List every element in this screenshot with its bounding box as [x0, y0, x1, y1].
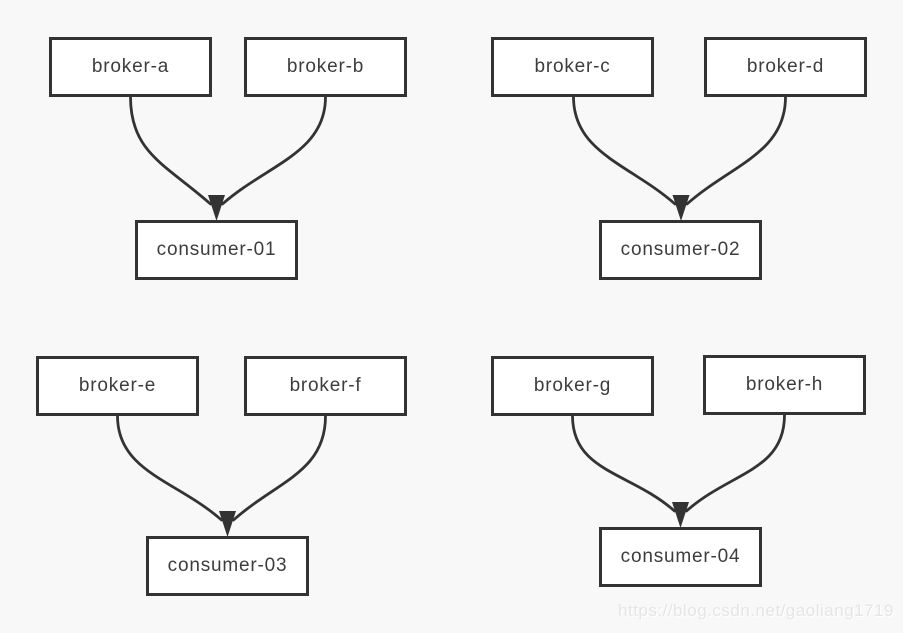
- connector-path: [116, 414, 223, 522]
- node-consumer-02: consumer-02: [599, 220, 762, 280]
- node-broker-h: broker-h: [703, 355, 866, 415]
- arrowhead-icon: [208, 195, 225, 221]
- node-broker-c: broker-c: [491, 37, 654, 97]
- connector-path: [129, 95, 212, 206]
- node-consumer-01: consumer-01: [135, 220, 298, 280]
- node-broker-e: broker-e: [36, 356, 199, 416]
- node-broker-a: broker-a: [49, 37, 212, 97]
- node-label: consumer-02: [620, 239, 741, 260]
- connector-path: [685, 413, 786, 513]
- node-broker-b: broker-b: [244, 37, 407, 97]
- node-label: broker-g: [533, 375, 612, 396]
- node-broker-d: broker-d: [704, 37, 867, 97]
- watermark-url: https://blog.csdn.net/gaoliang1719: [618, 601, 894, 620]
- connector-path: [232, 414, 327, 522]
- connector-path: [572, 95, 677, 206]
- node-label: broker-f: [289, 375, 362, 396]
- node-label: consumer-03: [167, 555, 288, 576]
- arrowhead-icon: [672, 502, 689, 528]
- node-label: broker-a: [91, 56, 170, 77]
- node-label: broker-d: [746, 56, 825, 77]
- node-label: consumer-01: [156, 239, 277, 260]
- node-label: broker-c: [534, 56, 611, 77]
- node-label: broker-h: [745, 374, 824, 395]
- connector-path: [571, 414, 676, 513]
- node-broker-f: broker-f: [244, 356, 407, 416]
- arrowhead-icon: [672, 195, 690, 221]
- connector-path: [221, 95, 327, 206]
- connector-path: [685, 95, 787, 206]
- node-consumer-04: consumer-04: [599, 527, 762, 587]
- node-broker-g: broker-g: [491, 356, 654, 416]
- node-consumer-03: consumer-03: [146, 536, 309, 596]
- arrowhead-icon: [219, 511, 236, 537]
- node-label: broker-b: [286, 56, 365, 77]
- node-label: broker-e: [78, 375, 157, 396]
- node-label: consumer-04: [620, 546, 741, 567]
